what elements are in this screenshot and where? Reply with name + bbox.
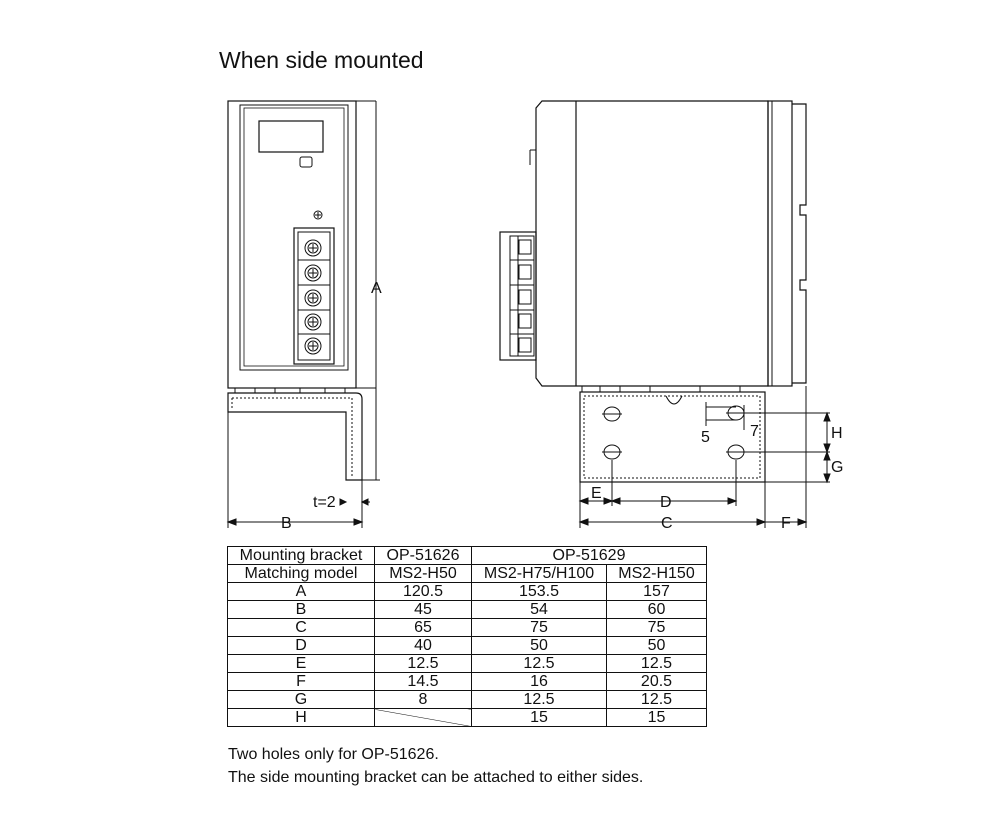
cell-value: 60 [606, 600, 707, 619]
display-window [258, 120, 324, 153]
cell-value: 54 [471, 600, 607, 619]
front-view [227, 100, 377, 481]
dim-label-h: H [831, 425, 843, 442]
row-label: H [227, 708, 375, 727]
cell-value: 15 [606, 708, 707, 727]
table-row: A 120.5 153.5 157 [227, 582, 707, 601]
dim-label-hole-5: 5 [701, 429, 710, 446]
cell-value: 45 [374, 600, 472, 619]
row-label: A [227, 582, 375, 601]
page-title: When side mounted [219, 47, 424, 73]
bracket-plate [579, 391, 766, 483]
table-row: G 8 12.5 12.5 [227, 690, 707, 709]
table-row: D 40 50 50 [227, 636, 707, 655]
dim-label-g: G [831, 459, 843, 476]
dim-label-f: F [781, 515, 791, 532]
cell-not-applicable [374, 708, 472, 727]
header-model-2: MS2-H75/H100 [471, 564, 607, 583]
dim-label-e: E [591, 485, 602, 502]
cell-value: 12.5 [374, 654, 472, 673]
header-label-model: Matching model [227, 564, 375, 583]
table-row: B 45 54 60 [227, 600, 707, 619]
side-view [499, 100, 807, 483]
cell-value: 120.5 [374, 582, 472, 601]
table-row: H 15 15 [227, 708, 707, 727]
table-header-row-bracket: Mounting bracket OP-51626 OP-51629 [227, 546, 707, 565]
cell-value: 16 [471, 672, 607, 691]
cell-value: 75 [606, 618, 707, 637]
cell-value: 12.5 [606, 690, 707, 709]
header-label-bracket: Mounting bracket [227, 546, 375, 565]
header-model-1: MS2-H50 [374, 564, 472, 583]
note-line-2: The side mounting bracket can be attache… [228, 769, 644, 786]
cell-value: 40 [374, 636, 472, 655]
row-label: F [227, 672, 375, 691]
dim-label-c: C [661, 515, 673, 532]
table-row: F 14.5 16 20.5 [227, 672, 707, 691]
side-view-dimensions [578, 386, 831, 528]
header-bracket-1: OP-51626 [374, 546, 472, 565]
table-row: C 65 75 75 [227, 618, 707, 637]
dim-label-d: D [660, 494, 672, 511]
cell-value: 8 [374, 690, 472, 709]
cell-value: 50 [606, 636, 707, 655]
cell-value: 12.5 [471, 654, 607, 673]
cell-value: 12.5 [471, 690, 607, 709]
cell-value: 50 [471, 636, 607, 655]
dim-label-a: A [371, 280, 382, 297]
mounting-holes [602, 405, 746, 460]
side-bracket [227, 392, 363, 481]
cell-value: 15 [471, 708, 607, 727]
row-label: B [227, 600, 375, 619]
dim-label-b: B [281, 515, 292, 532]
note-line-1: Two holes only for OP-51626. [228, 746, 439, 763]
terminal-block [293, 227, 335, 365]
table-row: E 12.5 12.5 12.5 [227, 654, 707, 673]
cell-value: 153.5 [471, 582, 607, 601]
button-icon [299, 156, 313, 168]
dim-label-hole-7: 7 [750, 423, 759, 440]
cell-value: 65 [374, 618, 472, 637]
table-header-row-model: Matching model MS2-H50 MS2-H75/H100 MS2-… [227, 564, 707, 583]
technical-drawing: A B t=2 [226, 100, 843, 532]
dimension-table: Mounting bracket OP-51626 OP-51629 Match… [227, 546, 707, 727]
cell-value: 157 [606, 582, 707, 601]
cell-value: 75 [471, 618, 607, 637]
cell-value: 14.5 [374, 672, 472, 691]
cell-value: 12.5 [606, 654, 707, 673]
terminal-block-side [499, 231, 537, 361]
dim-label-thickness: t=2 [313, 494, 336, 511]
header-bracket-2: OP-51629 [471, 546, 707, 565]
cell-value: 20.5 [606, 672, 707, 691]
terminal-screws [298, 239, 330, 355]
row-label: G [227, 690, 375, 709]
row-label: E [227, 654, 375, 673]
front-view-dimensions [226, 101, 380, 528]
row-label: D [227, 636, 375, 655]
header-model-3: MS2-H150 [606, 564, 707, 583]
row-label: C [227, 618, 375, 637]
